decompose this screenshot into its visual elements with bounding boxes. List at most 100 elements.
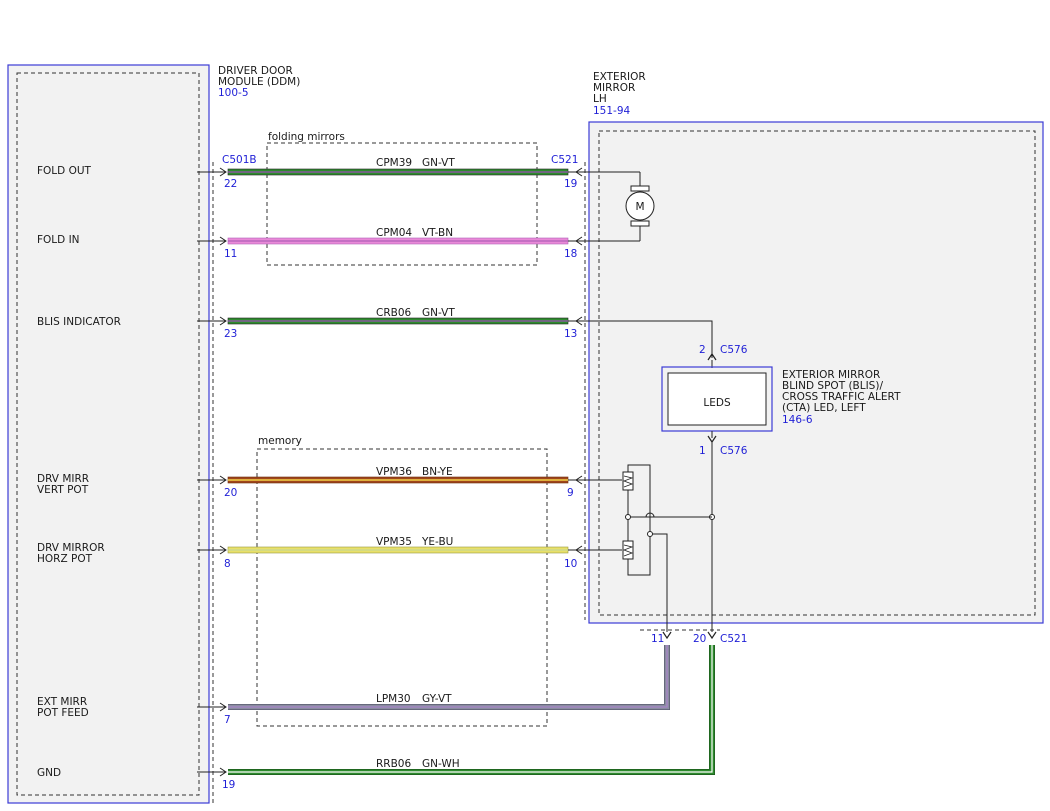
chevron-down-icon xyxy=(707,631,717,640)
led-body xyxy=(667,372,767,426)
wire-stripe xyxy=(228,645,713,773)
pin-label-ext-mirr: EXT MIRR xyxy=(37,696,87,708)
wire-color: GN-VT xyxy=(422,307,455,319)
pin-number-left: 23 xyxy=(224,328,237,340)
arrow-icon xyxy=(575,316,583,326)
arrow-icon xyxy=(575,475,583,485)
pin-number-left: 11 xyxy=(224,248,237,260)
wire-vpm35: VPM35 YE-BU 8 10 xyxy=(197,536,622,570)
memory-group xyxy=(256,448,548,727)
led-label: LEDS xyxy=(703,397,731,409)
pin-label-pot-feed: POT FEED xyxy=(37,707,89,719)
led-pin-bottom: 1 xyxy=(699,445,706,457)
exterior-mirror-module: EXTERIOR MIRROR LH 151-94 C521 xyxy=(551,71,1044,624)
wire-circuit: VPM36 xyxy=(376,466,412,478)
folding-mirrors-label: folding mirrors xyxy=(268,131,345,143)
horizontal-pot-zigzag xyxy=(622,544,634,557)
led-desc-line3: CROSS TRAFFIC ALERT xyxy=(782,391,901,403)
arrow-icon xyxy=(575,167,583,177)
splice-dot xyxy=(625,514,631,520)
pin-label-drv-mirror: DRV MIRROR xyxy=(37,542,105,554)
ddm-connector: C501B xyxy=(222,154,257,166)
mirror-connector: C521 xyxy=(551,154,578,166)
led-desc-line2: BLIND SPOT (BLIS)/ xyxy=(782,380,883,392)
ddm-ref: 100-5 xyxy=(218,87,249,99)
wire-circuit: RRB06 xyxy=(376,758,411,770)
wire-rrb06: RRB06 GN-WH 19 xyxy=(197,645,715,791)
c521-bottom-pins: 11 20 C521 xyxy=(651,631,747,645)
wire-circuit: LPM30 xyxy=(376,693,411,705)
wire-circuit: CPM04 xyxy=(376,227,412,239)
pin-label-horz-pot: HORZ POT xyxy=(37,553,93,565)
driver-door-module: DRIVER DOOR MODULE (DDM) 100-5 C501B xyxy=(7,64,300,804)
c521-pin-20: 20 xyxy=(693,633,706,645)
pot-feed-line xyxy=(650,533,668,632)
mirror-inner-dashed xyxy=(598,130,1036,616)
wire-lpm30: LPM30 GY-VT 7 xyxy=(197,645,670,726)
c521-pin-11: 11 xyxy=(651,633,664,645)
pin-label-vert-pot: VERT POT xyxy=(37,484,89,496)
led-ref: 146-6 xyxy=(782,414,813,426)
pin-number-left: 19 xyxy=(222,779,235,791)
pin-number-left: 7 xyxy=(224,714,231,726)
pin-number-right: 10 xyxy=(564,558,577,570)
pin-number-right: 9 xyxy=(567,487,574,499)
c521-bottom-connector: C521 xyxy=(720,633,747,645)
mirror-name-line2: MIRROR xyxy=(593,82,635,94)
ddm-outline xyxy=(7,64,210,804)
splice-dot xyxy=(647,531,653,537)
wire-lead-right xyxy=(568,320,713,358)
ddm-name-line1: DRIVER DOOR xyxy=(218,65,293,77)
mirror-potentiometers xyxy=(622,464,712,632)
pin-label-blis-indicator: BLIS INDICATOR xyxy=(37,316,121,328)
arrow-icon xyxy=(219,167,227,177)
pin-label-gnd: GND xyxy=(37,767,61,779)
pin-number-left: 8 xyxy=(224,558,231,570)
crossover-icon xyxy=(645,512,655,518)
wire-color: YE-BU xyxy=(421,536,453,548)
led-connector-bottom: C576 xyxy=(720,445,748,457)
pin-number-left: 20 xyxy=(224,487,237,499)
pin-number-left: 22 xyxy=(224,178,237,190)
wire-crb06: CRB06 GN-VT 23 13 xyxy=(197,307,713,358)
wire-circuit: VPM35 xyxy=(376,536,412,548)
blis-led: 2 C576 LEDS 1 C576 EXTERIOR MIRROR BLIND… xyxy=(661,344,901,457)
ddm-inner-dashed xyxy=(16,72,200,796)
led-outline xyxy=(661,366,773,432)
chevron-down-icon xyxy=(662,631,672,640)
wire-circuit: CPM39 xyxy=(376,157,412,169)
arrow-icon xyxy=(219,316,227,326)
motor-brush-top xyxy=(630,185,650,192)
motor-icon xyxy=(625,191,655,221)
mirror-name-line1: EXTERIOR xyxy=(593,71,646,83)
arrow-icon xyxy=(575,236,583,246)
pin-number-right: 13 xyxy=(564,328,577,340)
wire-cpm39: CPM39 GN-VT 22 19 xyxy=(197,157,640,190)
arrow-icon xyxy=(219,702,227,712)
pin-number-right: 19 xyxy=(564,178,577,190)
wire-circuit: CRB06 xyxy=(376,307,412,319)
arrow-icon xyxy=(575,545,583,555)
arrow-icon xyxy=(219,767,227,777)
wire-cpm04: CPM04 VT-BN 11 18 xyxy=(197,227,640,260)
fold-motor: M xyxy=(625,172,655,241)
motor-brush-bottom xyxy=(630,220,650,227)
led-desc-line4: (CTA) LED, LEFT xyxy=(782,402,866,414)
pin-label-fold-out: FOLD OUT xyxy=(37,165,92,177)
vertical-pot-zigzag xyxy=(622,475,634,488)
wire-color: GN-VT xyxy=(422,157,455,169)
pin-label-drv-mirr: DRV MIRR xyxy=(37,473,89,485)
mirror-name-line3: LH xyxy=(593,93,607,105)
folding-mirrors-group xyxy=(266,142,538,266)
led-connector-top: C576 xyxy=(720,344,748,356)
ddm-name-line2: MODULE (DDM) xyxy=(218,76,300,88)
arrow-icon xyxy=(219,236,227,246)
ddm-pin-labels: FOLD OUT FOLD IN BLIS INDICATOR DRV MIRR… xyxy=(37,165,121,779)
motor-label: M xyxy=(635,201,644,213)
wire-stripe xyxy=(228,645,668,708)
pin-number-right: 18 xyxy=(564,248,577,260)
led-desc-line1: EXTERIOR MIRROR xyxy=(782,369,880,381)
wire-vpm36: VPM36 BN-YE 20 9 xyxy=(197,466,622,499)
wire-color: BN-YE xyxy=(422,466,453,478)
